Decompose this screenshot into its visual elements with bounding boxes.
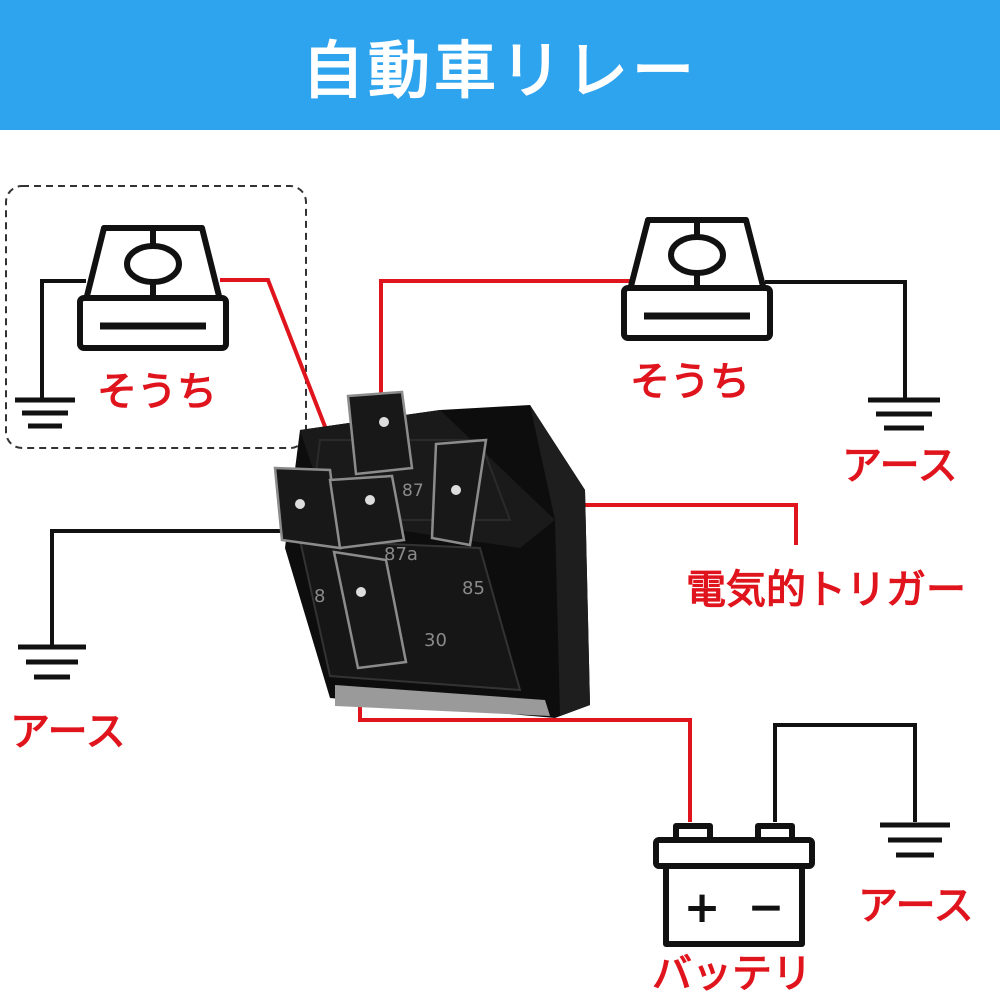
right-device-red-wire [379, 279, 632, 400]
pin-85-label: 85 [462, 578, 485, 599]
earth-label-battery: アース [858, 883, 974, 929]
earth-label-left: アース [10, 709, 126, 755]
page-title: 自動車リレー [301, 34, 698, 107]
ground-symbol-left-device [15, 397, 75, 429]
battery-label: バッテリ [652, 951, 812, 997]
ground-symbol-battery [880, 822, 950, 858]
black-wires [40, 279, 917, 822]
ground-symbol-relay [18, 644, 86, 680]
left-device-red-wire [220, 278, 347, 479]
battery-negative-wire [773, 723, 917, 822]
pin-87a-label: 87a [384, 544, 418, 565]
device-icon-right [621, 217, 773, 341]
relay-terminals [273, 390, 488, 670]
battery-plus-sign: + [684, 882, 721, 933]
terminal-30 [332, 550, 408, 670]
pin-87-label: 87 [402, 481, 424, 501]
ground-symbol-right-device [868, 397, 940, 431]
pin-86-label: 8 [314, 586, 325, 607]
dashed-selection-box [5, 185, 307, 449]
device-icon-left [77, 225, 229, 351]
left-device-earth-wire [40, 279, 86, 400]
terminal-87a [328, 474, 406, 550]
battery-icon [653, 823, 815, 947]
pin-30-label: 30 [424, 630, 447, 651]
title-banner: 自動車リレー [0, 0, 1000, 130]
terminal-87 [346, 390, 414, 476]
device-label-left: そうち [97, 369, 217, 415]
terminal-holes [295, 417, 461, 597]
right-device-earth-wire [765, 280, 907, 400]
device-label-right: そうち [630, 359, 750, 405]
earth-label-right: アース [842, 443, 958, 489]
trigger-label: 電気的トリガー [686, 567, 966, 613]
battery-minus-sign: − [748, 882, 785, 933]
relay-earth-wire [50, 529, 300, 645]
